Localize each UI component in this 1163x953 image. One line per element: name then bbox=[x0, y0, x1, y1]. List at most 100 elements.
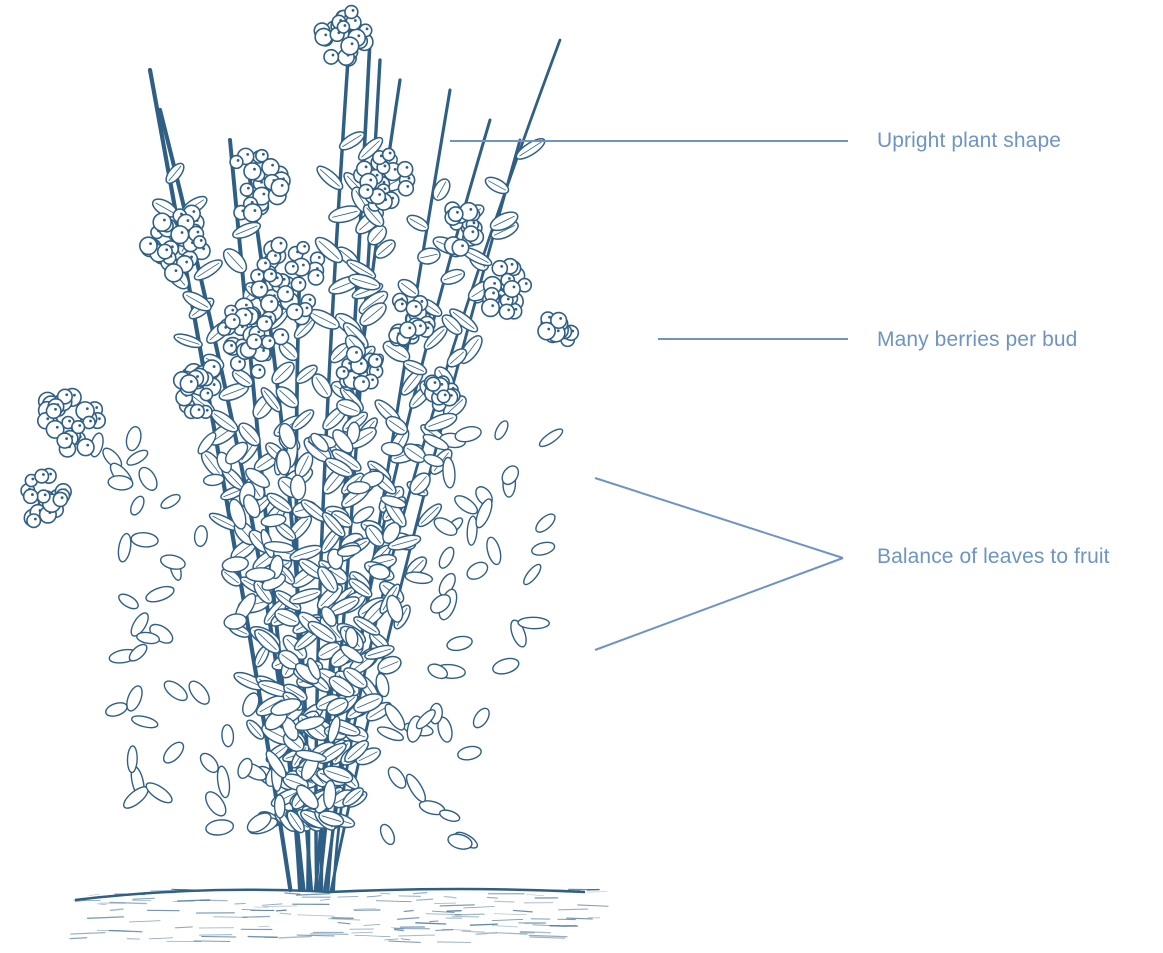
ground-stroke bbox=[587, 889, 598, 890]
berry bbox=[165, 264, 183, 282]
berry-crown bbox=[515, 308, 518, 311]
ground-stroke bbox=[455, 914, 484, 915]
ground-stroke bbox=[494, 914, 526, 915]
ground-stroke bbox=[430, 921, 438, 922]
berry-crown bbox=[421, 300, 424, 303]
ground-stroke bbox=[434, 903, 455, 904]
berry-crown bbox=[366, 188, 369, 191]
berry-crown bbox=[357, 34, 360, 37]
berry-crown bbox=[371, 378, 374, 381]
leaf bbox=[385, 764, 409, 791]
leaf bbox=[457, 745, 483, 762]
ground-stroke bbox=[175, 927, 192, 928]
berry-crown bbox=[508, 277, 511, 280]
ground-stroke bbox=[276, 910, 286, 911]
berry-crown bbox=[95, 406, 98, 409]
leaf bbox=[159, 492, 182, 511]
leaf bbox=[454, 424, 483, 444]
berry-crown bbox=[295, 308, 298, 311]
berry-crown bbox=[175, 269, 178, 272]
berry-crown bbox=[262, 153, 265, 156]
ground-stroke bbox=[88, 917, 124, 918]
berry-crown bbox=[299, 281, 302, 284]
berry-crown bbox=[245, 304, 248, 307]
berry-crown bbox=[231, 309, 234, 312]
ground-stroke bbox=[329, 919, 360, 920]
berry-crown bbox=[383, 181, 386, 184]
berry-crown bbox=[507, 308, 510, 311]
ground-stroke bbox=[109, 931, 142, 932]
ground-stroke bbox=[417, 899, 433, 900]
ground-stroke bbox=[97, 904, 106, 905]
ground-hatching bbox=[70, 887, 608, 943]
berry-crown bbox=[253, 168, 256, 171]
ground-stroke bbox=[89, 894, 99, 895]
ground-stroke bbox=[279, 936, 311, 937]
berry-crown bbox=[31, 493, 34, 496]
berry-crown bbox=[163, 219, 166, 222]
leaf bbox=[185, 678, 213, 708]
leaf bbox=[518, 617, 549, 629]
berry-crown bbox=[192, 210, 195, 213]
berry-crown bbox=[344, 24, 347, 27]
berry-crown bbox=[354, 19, 357, 22]
berry-crown bbox=[258, 368, 261, 371]
berry-crown bbox=[207, 392, 210, 395]
ground-stroke bbox=[414, 893, 427, 894]
berry bbox=[463, 226, 478, 241]
berry-crown bbox=[384, 187, 387, 190]
ground-stroke bbox=[376, 901, 411, 902]
berry-crown bbox=[213, 383, 216, 386]
berry-crown bbox=[302, 264, 305, 267]
berry bbox=[398, 181, 413, 196]
berry bbox=[271, 237, 287, 253]
berry-crown bbox=[303, 245, 306, 248]
berry bbox=[297, 242, 309, 254]
berry bbox=[262, 159, 279, 176]
ground-stroke bbox=[264, 906, 297, 907]
berry bbox=[153, 213, 171, 231]
berry bbox=[72, 421, 85, 434]
leader-line-balance-upper bbox=[595, 478, 843, 558]
berry-crown bbox=[493, 282, 496, 285]
berry-crown bbox=[237, 159, 240, 162]
ground-stroke bbox=[133, 898, 154, 899]
berry bbox=[261, 295, 278, 312]
berry-crown bbox=[511, 263, 514, 266]
leaf bbox=[491, 656, 521, 677]
berry bbox=[369, 354, 382, 367]
berry-crown bbox=[351, 42, 354, 45]
ground-stroke bbox=[437, 942, 470, 943]
leaf bbox=[104, 700, 129, 718]
berry-crown bbox=[89, 420, 92, 423]
ground-stroke bbox=[367, 896, 381, 897]
leaf bbox=[530, 540, 556, 557]
berry bbox=[57, 433, 72, 448]
ground-stroke bbox=[587, 892, 607, 893]
berry-crown bbox=[86, 444, 89, 447]
leaf bbox=[499, 463, 522, 487]
leaf bbox=[442, 457, 456, 488]
leaf bbox=[131, 532, 159, 549]
berry-crown bbox=[559, 317, 562, 320]
berry-crown bbox=[265, 320, 268, 323]
berry-crown bbox=[473, 222, 476, 225]
leaf bbox=[221, 555, 249, 573]
berry bbox=[257, 316, 272, 331]
leaf bbox=[438, 808, 461, 824]
berry-crown bbox=[507, 298, 510, 301]
berry-crown bbox=[369, 179, 372, 182]
ground-stroke bbox=[530, 937, 565, 938]
berry bbox=[315, 29, 332, 46]
ground-stroke bbox=[452, 916, 478, 917]
berry bbox=[406, 301, 422, 317]
berry bbox=[53, 492, 67, 506]
leaf bbox=[135, 464, 160, 493]
label-balance-of-leaves-to-fruit: Balance of leaves to fruit bbox=[877, 546, 1110, 567]
berry-crown bbox=[406, 166, 409, 169]
leaf bbox=[464, 559, 490, 583]
leaf bbox=[431, 514, 459, 539]
berry-crown bbox=[389, 152, 392, 155]
berry-crown bbox=[401, 303, 404, 306]
